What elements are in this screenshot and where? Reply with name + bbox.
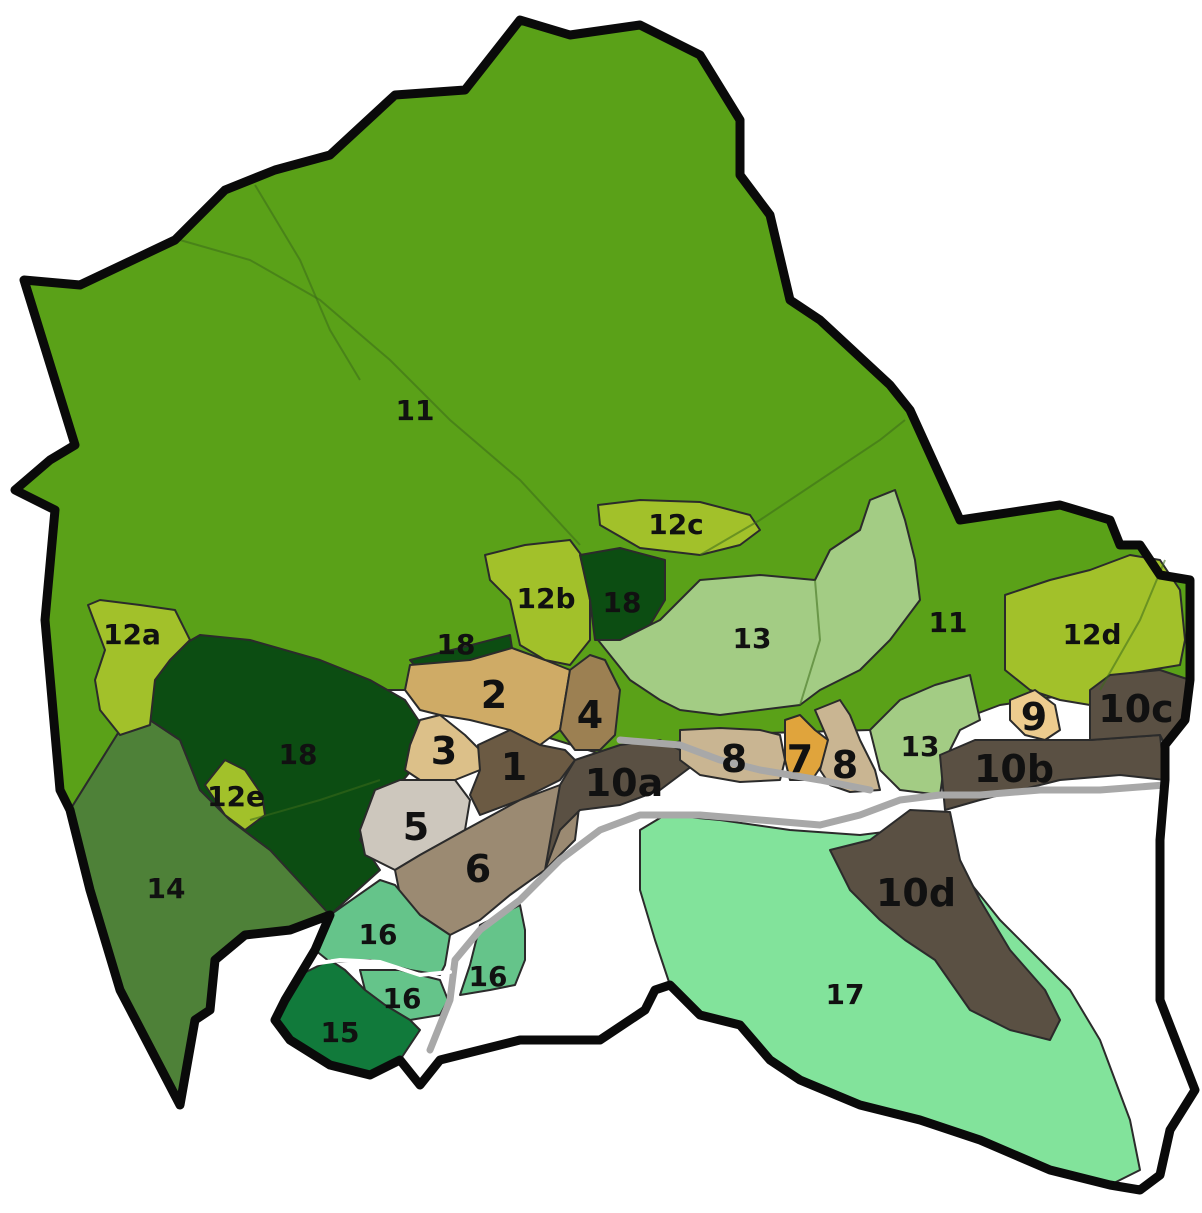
road-line xyxy=(616,736,874,794)
track-line xyxy=(699,419,906,556)
zone-12e[interactable] xyxy=(204,759,266,831)
track-line xyxy=(799,579,822,706)
label-10d: 10d xyxy=(876,871,956,915)
label-18-strip: 18 xyxy=(437,628,476,661)
zone-4[interactable] xyxy=(559,654,621,751)
zone-8-east[interactable] xyxy=(814,699,881,793)
zone-13-east[interactable] xyxy=(869,674,981,796)
label-5: 5 xyxy=(403,805,429,849)
label-14: 14 xyxy=(147,872,186,905)
label-10c: 10c xyxy=(1098,687,1173,731)
zone-1[interactable] xyxy=(469,729,576,816)
label-17: 17 xyxy=(826,978,865,1011)
label-10b: 10b xyxy=(974,747,1054,791)
label-13-north: 13 xyxy=(733,622,772,655)
track-line xyxy=(1099,559,1166,691)
zone-2[interactable] xyxy=(404,647,571,746)
zone-10d[interactable] xyxy=(829,809,1061,1041)
label-9: 9 xyxy=(1021,695,1047,739)
zone-12c[interactable] xyxy=(597,499,761,556)
label-13-east: 13 xyxy=(901,730,940,763)
label-4: 4 xyxy=(577,693,603,737)
zone-16-east[interactable] xyxy=(459,904,526,996)
river-line xyxy=(426,781,1169,1054)
label-16-south: 16 xyxy=(383,982,422,1015)
label-12a: 12a xyxy=(103,618,161,651)
label-11-east: 11 xyxy=(929,606,968,639)
label-10a: 10a xyxy=(585,761,664,805)
district-boundary xyxy=(10,15,1200,1195)
label-1: 1 xyxy=(501,745,527,789)
track-line xyxy=(179,239,581,546)
zone-12a[interactable] xyxy=(87,599,191,736)
zone-9[interactable] xyxy=(1009,689,1061,741)
track-line xyxy=(254,184,361,381)
label-8-east: 8 xyxy=(832,743,858,787)
label-18-west: 18 xyxy=(279,738,318,771)
track-line xyxy=(249,779,381,821)
label-11-north: 11 xyxy=(396,394,435,427)
label-7: 7 xyxy=(787,737,813,781)
label-12b: 12b xyxy=(516,582,575,615)
label-12d: 12d xyxy=(1062,618,1121,651)
label-15: 15 xyxy=(321,1016,360,1049)
label-16-north: 16 xyxy=(359,918,398,951)
label-12e: 12e xyxy=(207,780,265,813)
zone-12b[interactable] xyxy=(484,539,591,666)
stream-line xyxy=(303,957,452,978)
label-2: 2 xyxy=(481,673,507,717)
label-12c: 12c xyxy=(648,508,704,541)
label-8-west: 8 xyxy=(721,737,747,781)
label-3: 3 xyxy=(431,729,457,773)
label-16-east: 16 xyxy=(469,960,508,993)
zone-13-north[interactable] xyxy=(597,489,921,716)
zone-3[interactable] xyxy=(404,714,481,781)
label-6: 6 xyxy=(465,847,491,891)
label-18-north: 18 xyxy=(603,586,642,619)
